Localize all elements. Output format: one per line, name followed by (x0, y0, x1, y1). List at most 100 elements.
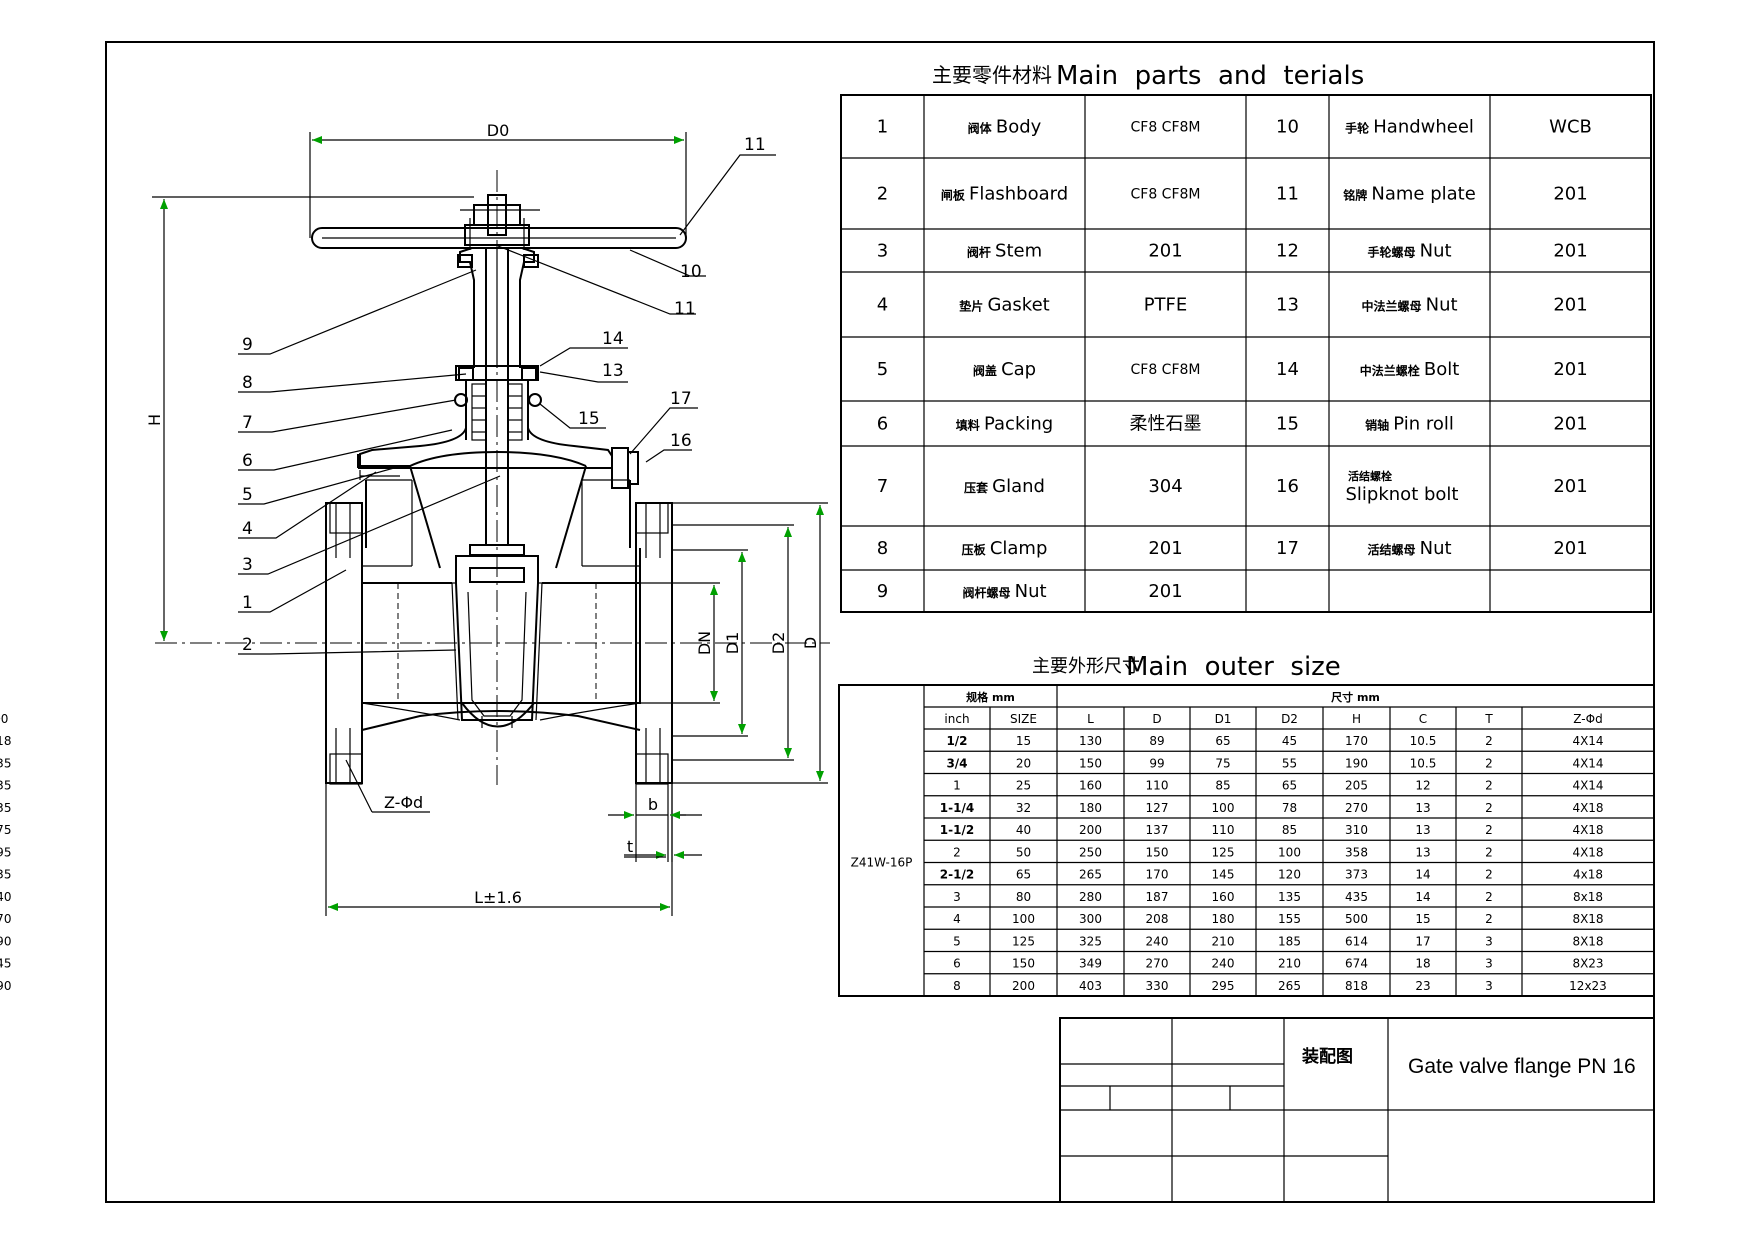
size-column-header: T (1484, 712, 1493, 726)
size-cell: 403 (1079, 979, 1102, 993)
part-material: 201 (1148, 538, 1182, 559)
size-cell: 175 (0, 823, 11, 837)
size-cell: 8 (953, 979, 961, 993)
size-cell: 435 (1345, 890, 1368, 904)
size-cell: 674 (1345, 957, 1368, 971)
part-name: 阀杆 Stem (967, 241, 1042, 262)
size-cell: 12x23 (1569, 979, 1607, 993)
size-cell: 150 (1012, 957, 1035, 971)
valve-drawing: D0 H DN D1 D2 D L±1.6 b (145, 121, 830, 916)
part-number: 11 (1276, 184, 1299, 205)
size-cell: 500 (1345, 912, 1368, 926)
size-cell: 200 (1012, 979, 1035, 993)
part-name: 垫片 Gasket (959, 295, 1049, 316)
size-cell: 4X18 (1572, 801, 1603, 815)
size-cell: 100 (1212, 801, 1235, 815)
part-number: 10 (1276, 117, 1299, 138)
size-cell: 65 (1282, 779, 1297, 793)
size-cell: 130 (1079, 734, 1102, 748)
part-material: CF8 CF8M (1131, 120, 1201, 136)
part-number: 3 (877, 241, 888, 262)
size-cell: 295 (1212, 979, 1235, 993)
part-number: 6 (877, 414, 888, 435)
size-cell: 5 (953, 934, 961, 948)
part-number: 4 (877, 295, 888, 316)
parts-table-title-cn: 主要零件材料 (932, 63, 1052, 87)
leader-label-8: 8 (242, 373, 253, 393)
part-number: 14 (1276, 359, 1299, 380)
size-cell: 345 (0, 957, 11, 971)
size-cell: 110 (1146, 779, 1169, 793)
part-material: 柔性石墨 (1130, 414, 1202, 435)
size-cell: 325 (1079, 934, 1102, 948)
size-cell: 205 (1345, 779, 1368, 793)
size-table-grid (838, 684, 1655, 997)
size-cell: 4x18 (1573, 868, 1603, 882)
size-cell: 45 (1282, 734, 1297, 748)
size-cell: 2 (1485, 779, 1493, 793)
wedge (446, 544, 548, 728)
part-name: 阀体 Body (968, 117, 1042, 138)
part-material: CF8 CF8M (1131, 362, 1201, 378)
part-name: 铭牌 Name plate (1343, 184, 1476, 205)
size-cell: 89 (1149, 734, 1164, 748)
part-name: 活结螺母 Nut (1367, 538, 1451, 559)
part-number: 1 (877, 117, 888, 138)
parts-table-title-en: Main parts and terials (1056, 61, 1364, 91)
valve-body (325, 479, 673, 785)
part-number: 13 (1276, 295, 1299, 316)
size-cell: 2 (1485, 845, 1493, 859)
part-number: 9 (877, 581, 888, 602)
leader-label-2: 2 (242, 635, 253, 655)
parts-table-grid (840, 94, 1652, 613)
size-cell: 349 (1079, 957, 1102, 971)
size-cell: 200 (1079, 823, 1102, 837)
part-name: 中法兰螺母 Nut (1361, 295, 1457, 316)
size-cell: 135 (0, 779, 11, 793)
size-cell: 250 (1079, 845, 1102, 859)
size-column-header: inch (944, 712, 969, 726)
dim-label-l: L±1.6 (474, 888, 522, 907)
size-cell: 265 (1079, 868, 1102, 882)
size-cell: 3 (1485, 979, 1493, 993)
size-cell: 358 (1345, 845, 1368, 859)
part-material: CF8 CF8M (1131, 187, 1201, 203)
size-column-header: Z-Φd (1573, 712, 1602, 726)
size-cell: 100 (1012, 912, 1035, 926)
leader-label-10: 10 (680, 262, 702, 282)
size-cell: 280 (1079, 890, 1102, 904)
size-cell: 23 (1415, 979, 1430, 993)
size-cell: 85 (1282, 823, 1297, 837)
size-cell: 330 (1146, 979, 1169, 993)
bonnet (357, 427, 639, 569)
size-cell: 1-1/4 (940, 801, 974, 815)
size-table-title-cn: 主要外形尺寸 (1032, 656, 1140, 677)
part-material: PTFE (1144, 295, 1188, 316)
leader-label-17: 17 (670, 389, 692, 409)
size-cell: 4X14 (1572, 779, 1603, 793)
size-cell: 185 (1278, 934, 1301, 948)
part-number: 5 (877, 359, 888, 380)
size-cell: 270 (1146, 957, 1169, 971)
size-cell: 208 (1146, 912, 1169, 926)
part-material: 201 (1148, 581, 1182, 602)
size-table-title-en: Main outer size (1126, 652, 1341, 682)
size-cell: 170 (1345, 734, 1368, 748)
size-cell: 3 (1485, 957, 1493, 971)
part-number: 16 (1276, 476, 1299, 497)
part-name: 中法兰螺栓 Bolt (1360, 359, 1460, 380)
part-name: 填料 Packing (956, 414, 1053, 435)
stem-nut (460, 194, 540, 250)
part-material: 304 (1148, 476, 1182, 497)
part-number: 15 (1276, 414, 1299, 435)
size-cell: 170 (1146, 868, 1169, 882)
part-number: 17 (1276, 538, 1299, 559)
size-cell: 818 (1345, 979, 1368, 993)
size-cell: 155 (1278, 912, 1301, 926)
size-cell: 65 (1215, 734, 1230, 748)
size-cell: 14 (1415, 890, 1430, 904)
yoke (457, 247, 539, 545)
part-name-cn: 活结螺栓 (1348, 469, 1392, 483)
leader-label-4: 4 (242, 519, 253, 539)
